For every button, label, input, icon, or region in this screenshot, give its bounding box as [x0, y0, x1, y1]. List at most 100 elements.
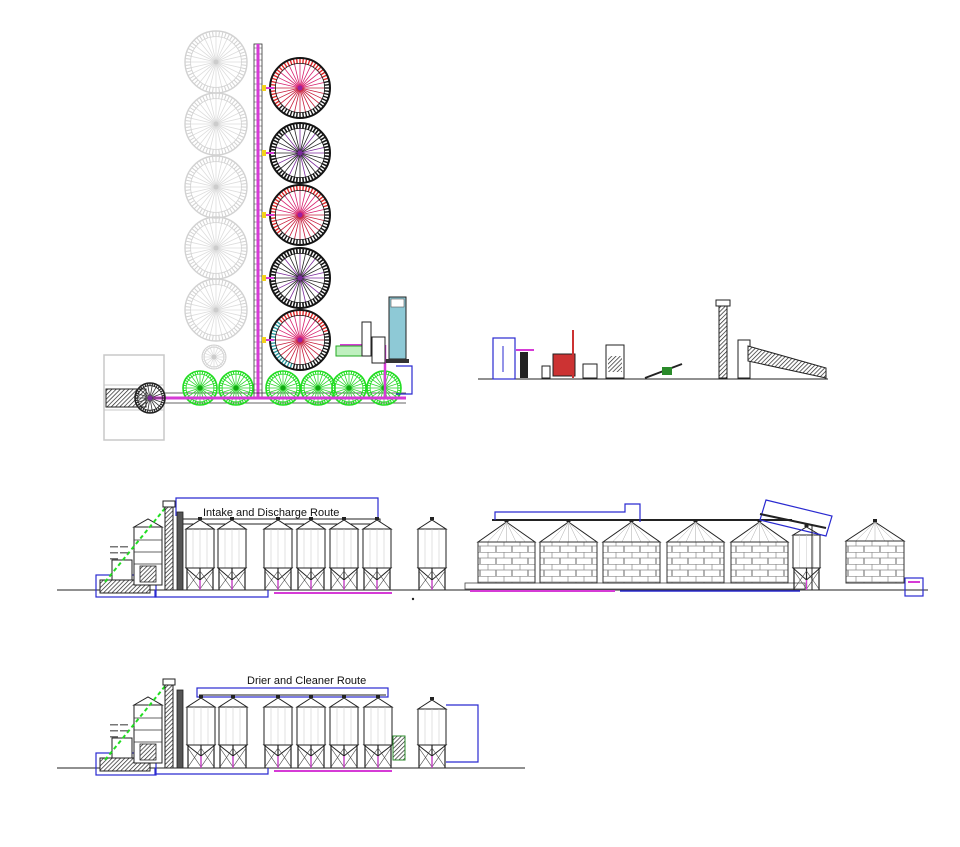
- bin-sweep-line: [280, 262, 301, 279]
- hopper-silo-7: [416, 697, 448, 768]
- bin-sweep-line: [215, 186, 237, 204]
- bin-wall-rib: [191, 325, 197, 330]
- bin-sweep-line: [215, 166, 233, 188]
- bin-sweep-line: [299, 203, 323, 216]
- silo-vent: [342, 695, 346, 698]
- bin-sweep-line: [299, 214, 306, 240]
- bin-wall-rib: [205, 157, 209, 164]
- existing-bin-3: [184, 155, 248, 219]
- bin-sweep-line: [215, 41, 233, 63]
- bin-sweep-line: [215, 170, 237, 188]
- bin-wall-rib: [310, 236, 314, 243]
- hopper-silo-1: [184, 517, 216, 590]
- bin-wall-rib: [226, 219, 230, 226]
- silo-brace: [431, 570, 446, 590]
- bin-center-hub: [213, 59, 219, 65]
- bin-sweep-line: [299, 137, 320, 154]
- inclined-conveyor-outline: [759, 499, 833, 537]
- bucket-elevator-leg: [164, 682, 174, 769]
- bin-wall-rib: [240, 302, 247, 305]
- bin-wall-rib: [185, 129, 192, 132]
- bin-wall-rib: [208, 279, 211, 286]
- silo-brace: [232, 747, 247, 768]
- flat-bottom-silo-3: [601, 519, 662, 584]
- bin-sweep-line: [215, 309, 223, 335]
- inclined-conveyor-large: [747, 345, 827, 379]
- bin-wall-rib: [322, 222, 329, 226]
- bin-wall-rib: [189, 107, 195, 111]
- bin-wall-rib: [271, 77, 278, 81]
- bin-sweep-line: [299, 315, 306, 341]
- hopper-silo-4: [295, 517, 327, 590]
- bin-sweep-line: [209, 99, 217, 125]
- bin-sweep-line: [280, 137, 301, 154]
- bin-wall-rib: [231, 285, 236, 291]
- silo-vent: [309, 695, 313, 698]
- bin-wall-rib: [199, 35, 203, 41]
- bin-sweep-line: [288, 255, 301, 279]
- bin-sweep-line: [299, 317, 312, 341]
- bin-wall-rib: [205, 271, 209, 278]
- bin-wall-rib: [186, 255, 193, 259]
- bin-sweep-line: [215, 231, 237, 249]
- bin-wall-rib: [233, 225, 239, 231]
- reference-dot: [411, 597, 415, 601]
- roof-rib: [496, 521, 507, 543]
- bin-wall-rib: [272, 350, 279, 354]
- bin-wall-rib: [185, 120, 191, 122]
- bin-wall-rib: [322, 160, 329, 164]
- bin-sweep-line: [299, 320, 316, 341]
- bin-wall-rib: [321, 139, 328, 144]
- bin-wall-rib: [212, 335, 214, 341]
- roof-rib: [631, 521, 642, 543]
- bin-wall-rib: [289, 124, 293, 131]
- bottom-route-outline: [154, 590, 269, 598]
- bin-wall-rib: [193, 225, 199, 231]
- bin-wall-rib: [321, 225, 328, 229]
- bin-wall-rib: [223, 210, 227, 217]
- silo-vent: [873, 519, 877, 522]
- bin-wall-rib: [272, 225, 279, 229]
- bin-wall-rib: [221, 279, 224, 286]
- intake-building: [95, 500, 184, 598]
- bin-wall-rib: [272, 287, 279, 292]
- bin-sweep-line: [277, 152, 301, 165]
- silo-roof: [185, 697, 217, 708]
- bin-wall-rib: [218, 279, 220, 285]
- bin-wall-rib: [229, 97, 233, 103]
- bin-wall-rib: [223, 280, 227, 287]
- bin-wall-rib: [235, 77, 241, 82]
- bin-wall-rib: [199, 269, 203, 275]
- bin-sweep-line: [299, 334, 325, 341]
- bin-sweep-line: [195, 231, 217, 249]
- intake-building: [95, 678, 184, 776]
- bin-wall-rib: [186, 113, 193, 117]
- bin-sweep-line: [199, 309, 217, 331]
- bin-wall-rib: [241, 312, 247, 314]
- bin-wall-rib: [218, 87, 220, 93]
- intake-hopper-frame: [492, 337, 516, 380]
- bin-sweep-line: [215, 123, 237, 141]
- bin-sweep-line: [191, 309, 217, 317]
- bin-outer-wall: [184, 278, 248, 342]
- bin-wall-rib: [196, 143, 201, 149]
- flat-bottom-silo-row: [476, 519, 822, 590]
- bin-wall-rib: [231, 162, 236, 168]
- bin-inner-wall: [190, 98, 242, 150]
- bin-sweep-line: [299, 152, 316, 173]
- silo-vent: [430, 697, 434, 700]
- roof-rib: [874, 521, 895, 542]
- bin-inner-wall: [274, 314, 325, 365]
- bin-wall-rib: [199, 208, 203, 214]
- bin-sweep-line: [275, 147, 301, 154]
- bin-sweep-line: [192, 50, 217, 63]
- silo-roof: [217, 697, 249, 708]
- bin-wall-rib: [240, 129, 247, 132]
- bin-wall-rib: [196, 81, 201, 87]
- bin-sweep-line: [299, 68, 316, 89]
- receiving-hopper: [111, 559, 133, 581]
- bin-sweep-line: [215, 112, 240, 125]
- bin-wall-rib: [212, 273, 214, 279]
- annotation-mark: [120, 552, 128, 554]
- bin-wall-rib: [231, 143, 236, 149]
